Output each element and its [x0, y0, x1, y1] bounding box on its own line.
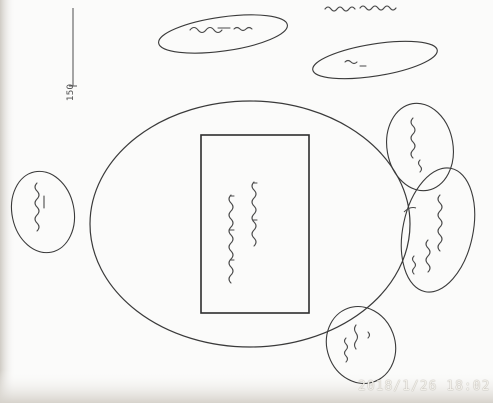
bottom-right-bubble: [325, 306, 397, 384]
left-bubble: [10, 170, 76, 254]
connector-stroke: [403, 207, 417, 213]
top-right-bubble: [312, 40, 438, 80]
camera-timestamp: 2018/1/26 18:02: [358, 379, 491, 394]
top-left-bubble: [158, 14, 288, 54]
right-upper-bubble: [386, 102, 454, 192]
right-middle-bubble: [400, 167, 476, 293]
binding-shadow: [0, 0, 16, 403]
central-ellipse: [89, 100, 411, 348]
handwriting-strokes: [34, 5, 443, 363]
axis-tick-label: 150: [66, 83, 77, 102]
central-rectangle: [200, 134, 310, 314]
bottom-shadow: [0, 370, 493, 403]
